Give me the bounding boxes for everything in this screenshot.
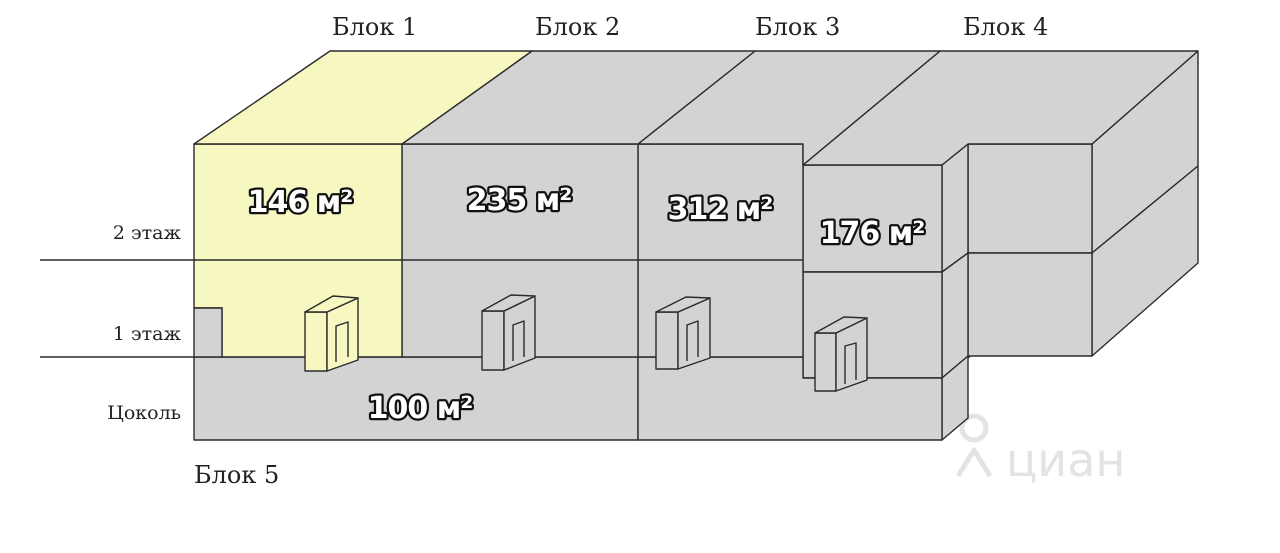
block-1-label: Блок 1 xyxy=(332,13,417,41)
watermark: циан xyxy=(955,413,1125,487)
block-5-shape[interactable] xyxy=(193,356,943,441)
block-3-label: Блок 3 xyxy=(755,13,840,41)
floor-label-2: 2 этаж xyxy=(113,222,182,244)
cian-logo-icon xyxy=(955,413,993,478)
floor-label-1: 1 этаж xyxy=(113,323,182,345)
block-2-label: Блок 2 xyxy=(535,13,620,41)
area-label-block-2: 235 м² xyxy=(467,183,572,218)
block-5-label: Блок 5 xyxy=(194,461,279,489)
area-label-block-3: 312 м² xyxy=(668,192,773,227)
area-label-block-4: 176 м² xyxy=(820,216,925,251)
block-4-label: Блок 4 xyxy=(963,13,1048,41)
area-label-block-5: 100 м² xyxy=(368,391,473,426)
floor-label-basement: Цоколь xyxy=(107,402,181,424)
block-2-shape[interactable] xyxy=(401,50,756,358)
door-icon-block-3 xyxy=(655,296,711,370)
area-label-block-1: 146 м² xyxy=(248,185,353,220)
door-icon-block-1 xyxy=(304,295,359,372)
door-icon-block-2 xyxy=(481,294,536,371)
door-icon-block-4 xyxy=(814,316,868,392)
watermark-text: циан xyxy=(1006,433,1125,487)
